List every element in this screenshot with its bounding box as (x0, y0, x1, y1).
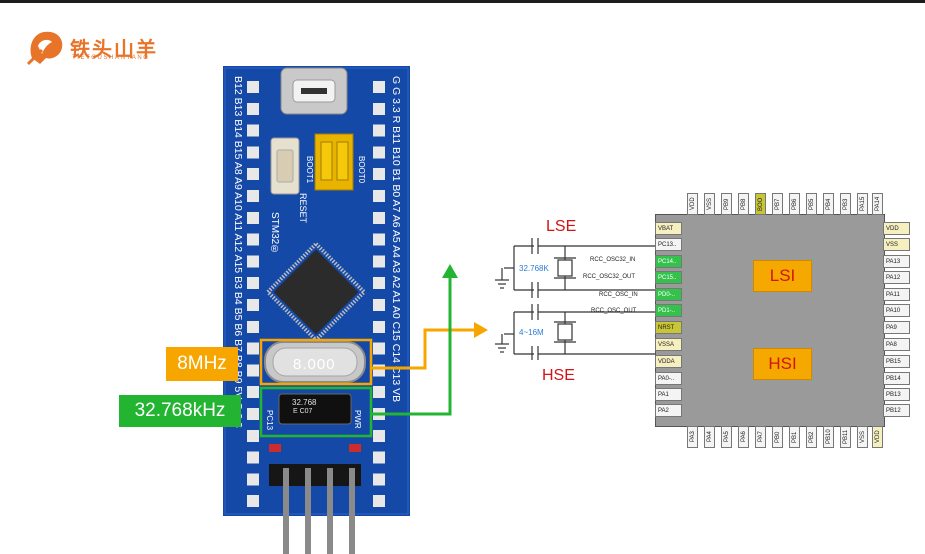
chip-top-pin: BOO (755, 193, 766, 215)
hse-crystal-value: 4~16M (519, 328, 544, 337)
chip-left-pin: PC15.. (655, 271, 682, 284)
chip-left-pin: NRST (655, 321, 682, 334)
lse-crystal-value: 32.768K (519, 264, 549, 273)
board-right-pin-labels: G G 3.3 R B11 B10 B1 B0 A7 A6 A5 A4 A3 A… (390, 76, 402, 403)
chip-top-pin: PB3 (840, 193, 851, 215)
chip-top-pin: PB4 (823, 193, 834, 215)
chip-bottom-pin: PB11 (840, 426, 851, 448)
signal-osc-in: RCC_OSC_IN (599, 292, 638, 298)
brand-name: 铁头山羊 (70, 39, 158, 61)
hse-frequency-callout: 8MHz (166, 347, 238, 381)
chip-bottom-pin: PB2 (806, 426, 817, 448)
crystal-32k-sub: E C07 (293, 408, 313, 415)
chip-bottom-pin: PA6 (738, 426, 749, 448)
chip-bottom-pin: PB0 (772, 426, 783, 448)
chip-top-pin: PB6 (789, 193, 800, 215)
lse-frequency-callout: 32.768kHz (119, 395, 241, 427)
chip-right-pin: PA13 (883, 255, 910, 268)
chip-left-pin: VDDA (655, 355, 682, 368)
signal-osc32-in: RCC_OSC32_IN (590, 257, 636, 263)
chip-right-pin: PA8 (883, 338, 910, 351)
chip-right-pin: PA9 (883, 321, 910, 334)
chip-right-pin: VSS (883, 238, 910, 251)
chip-top-pin: PB8 (738, 193, 749, 215)
chip-right-pin: PB15 (883, 355, 910, 368)
mcu-chip-body (655, 214, 885, 427)
board-left-pin-labels: B12 B13 B14 B15 A8 A9 A10 A11 A12 A15 B3… (232, 76, 244, 428)
chip-left-pin: VBAT (655, 222, 682, 235)
chip-left-pin: PD1-.. (655, 304, 682, 317)
chip-left-pin: PC14.. (655, 255, 682, 268)
chip-bottom-pin: PA5 (721, 426, 732, 448)
goat-logo-icon (26, 31, 63, 66)
left-header-pins (247, 76, 259, 512)
right-header-pins (373, 76, 385, 512)
chip-left-pin: PA1 (655, 388, 682, 401)
hsi-oscillator-box: HSI (753, 348, 812, 380)
lse-label: LSE (546, 218, 577, 235)
pwr-label: PWR (353, 410, 362, 429)
chip-bottom-pin: PA3 (687, 426, 698, 448)
signal-osc-out: RCC_OSC_OUT (591, 308, 637, 314)
chip-left-pin: PC13.. (655, 238, 682, 251)
chip-top-pin: PB7 (772, 193, 783, 215)
chip-bottom-pin: VSS (857, 426, 868, 448)
chip-right-pin: PA10 (883, 304, 910, 317)
crystal-32k-text: 32.768 (292, 398, 317, 407)
mcu-label: STM32® (269, 212, 280, 256)
connector-arrows (372, 264, 488, 416)
chip-bottom-pin: VDD (872, 426, 883, 448)
chip-right-pin: PA12 (883, 271, 910, 284)
chip-right-pin: VDD (883, 222, 910, 235)
chip-top-pin: PA15 (857, 193, 868, 215)
chip-top-pin: PB5 (806, 193, 817, 215)
reset-label: RESET (298, 193, 308, 224)
chip-bottom-pin: PB1 (789, 426, 800, 448)
chip-right-pin: PB12 (883, 404, 910, 417)
crystal-8m-text: 8.000 (293, 356, 336, 373)
chip-bottom-pin: PA7 (755, 426, 766, 448)
chip-left-pin: VSSA (655, 338, 682, 351)
top-border (0, 0, 925, 3)
boot1-label: BOOT1 (305, 156, 314, 184)
lsi-oscillator-box: LSI (753, 260, 812, 292)
chip-left-pin: PA0-.. (655, 372, 682, 385)
chip-right-pin: PB14 (883, 372, 910, 385)
chip-left-pin: PD0-.. (655, 288, 682, 301)
chip-top-pin: VDD (687, 193, 698, 215)
chip-left-pin: PA2 (655, 404, 682, 417)
brand-subtitle: TIETOUSHANYANG (72, 55, 150, 61)
chip-right-pin: PA11 (883, 288, 910, 301)
chip-top-pin: PB9 (721, 193, 732, 215)
chip-bottom-pin: PA4 (704, 426, 715, 448)
chip-bottom-pin: PB10 (823, 426, 834, 448)
boot0-label: BOOT0 (357, 156, 366, 184)
chip-top-pin: VSS (704, 193, 715, 215)
chip-top-pin: PA14 (872, 193, 883, 215)
oscillator-schematic (495, 238, 655, 360)
hse-label: HSE (542, 367, 575, 384)
pc13-label: PC13 (265, 410, 274, 431)
signal-osc32-out: RCC_OSC32_OUT (583, 274, 636, 280)
chip-right-pin: PB13 (883, 388, 910, 401)
